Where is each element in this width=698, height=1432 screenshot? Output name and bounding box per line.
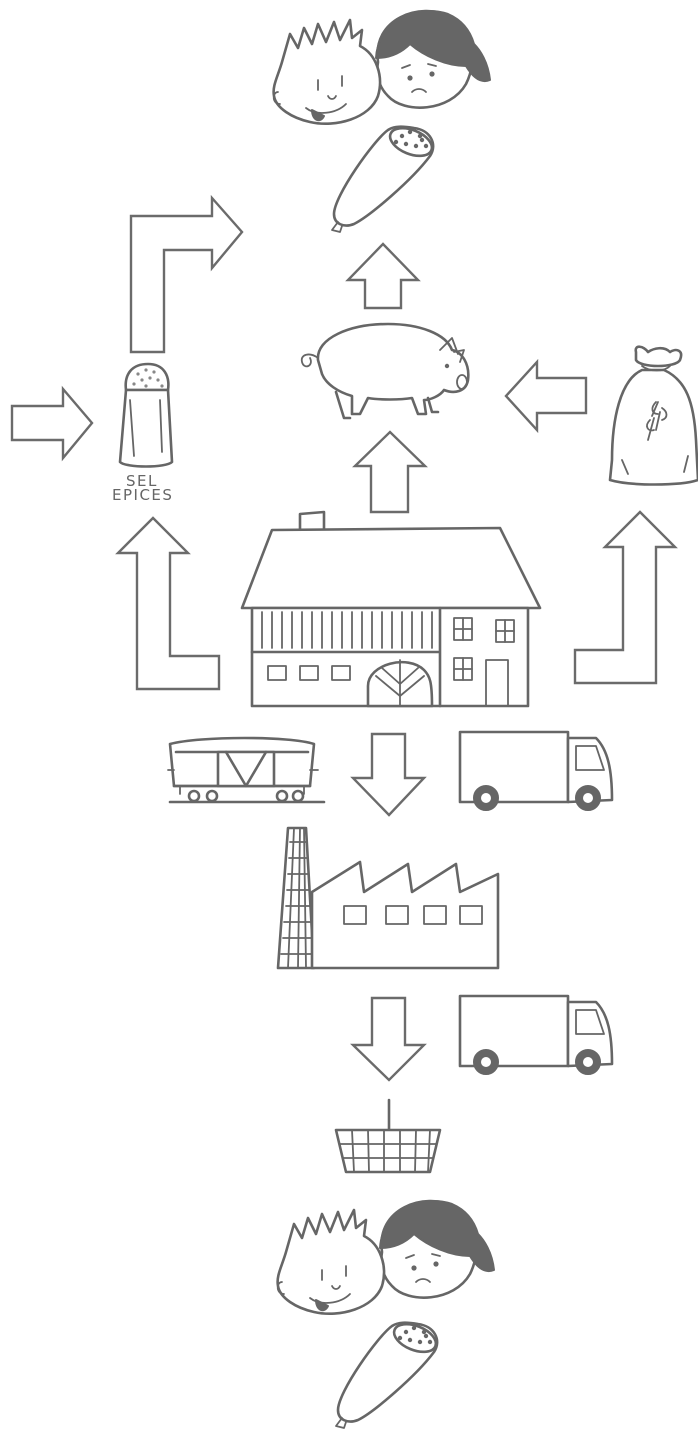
farm-house-icon bbox=[242, 512, 540, 706]
boy-face-icon bbox=[278, 1210, 384, 1314]
arrow-right-into-salt bbox=[12, 389, 92, 458]
salt-shaker-label: SEL EPICES bbox=[112, 474, 202, 502]
children-faces-icon-top bbox=[274, 11, 490, 124]
salt-shaker-icon bbox=[120, 364, 172, 467]
grain-bag-icon bbox=[610, 347, 698, 485]
delivery-truck-icon-top bbox=[460, 732, 612, 810]
sausage-icon-bottom bbox=[336, 1319, 440, 1428]
arrow-down-factory-to-basket bbox=[353, 998, 424, 1080]
boy-face-icon bbox=[274, 20, 380, 124]
arrow-up-farm-to-pig bbox=[355, 432, 425, 512]
factory-icon bbox=[278, 828, 498, 968]
children-faces-icon-bottom bbox=[278, 1201, 494, 1314]
shopping-basket-icon bbox=[336, 1100, 440, 1172]
arrow-down-farm-to-factory bbox=[353, 734, 424, 815]
arrow-up-pig-to-sausage bbox=[348, 244, 418, 308]
arrow-farm-to-grain bbox=[575, 512, 675, 683]
girl-face-icon bbox=[376, 11, 490, 108]
delivery-truck-icon-bottom bbox=[460, 996, 612, 1074]
salt-label-line2: EPICES bbox=[112, 488, 202, 502]
girl-face-icon bbox=[380, 1201, 494, 1298]
pig-icon bbox=[302, 324, 469, 418]
arrow-salt-to-sausage bbox=[131, 198, 242, 352]
train-wagon-icon bbox=[168, 738, 324, 802]
arrow-left-grain-to-pig bbox=[506, 362, 586, 430]
arrow-farm-to-salt bbox=[118, 518, 219, 689]
sausage-icon-top bbox=[332, 123, 436, 232]
